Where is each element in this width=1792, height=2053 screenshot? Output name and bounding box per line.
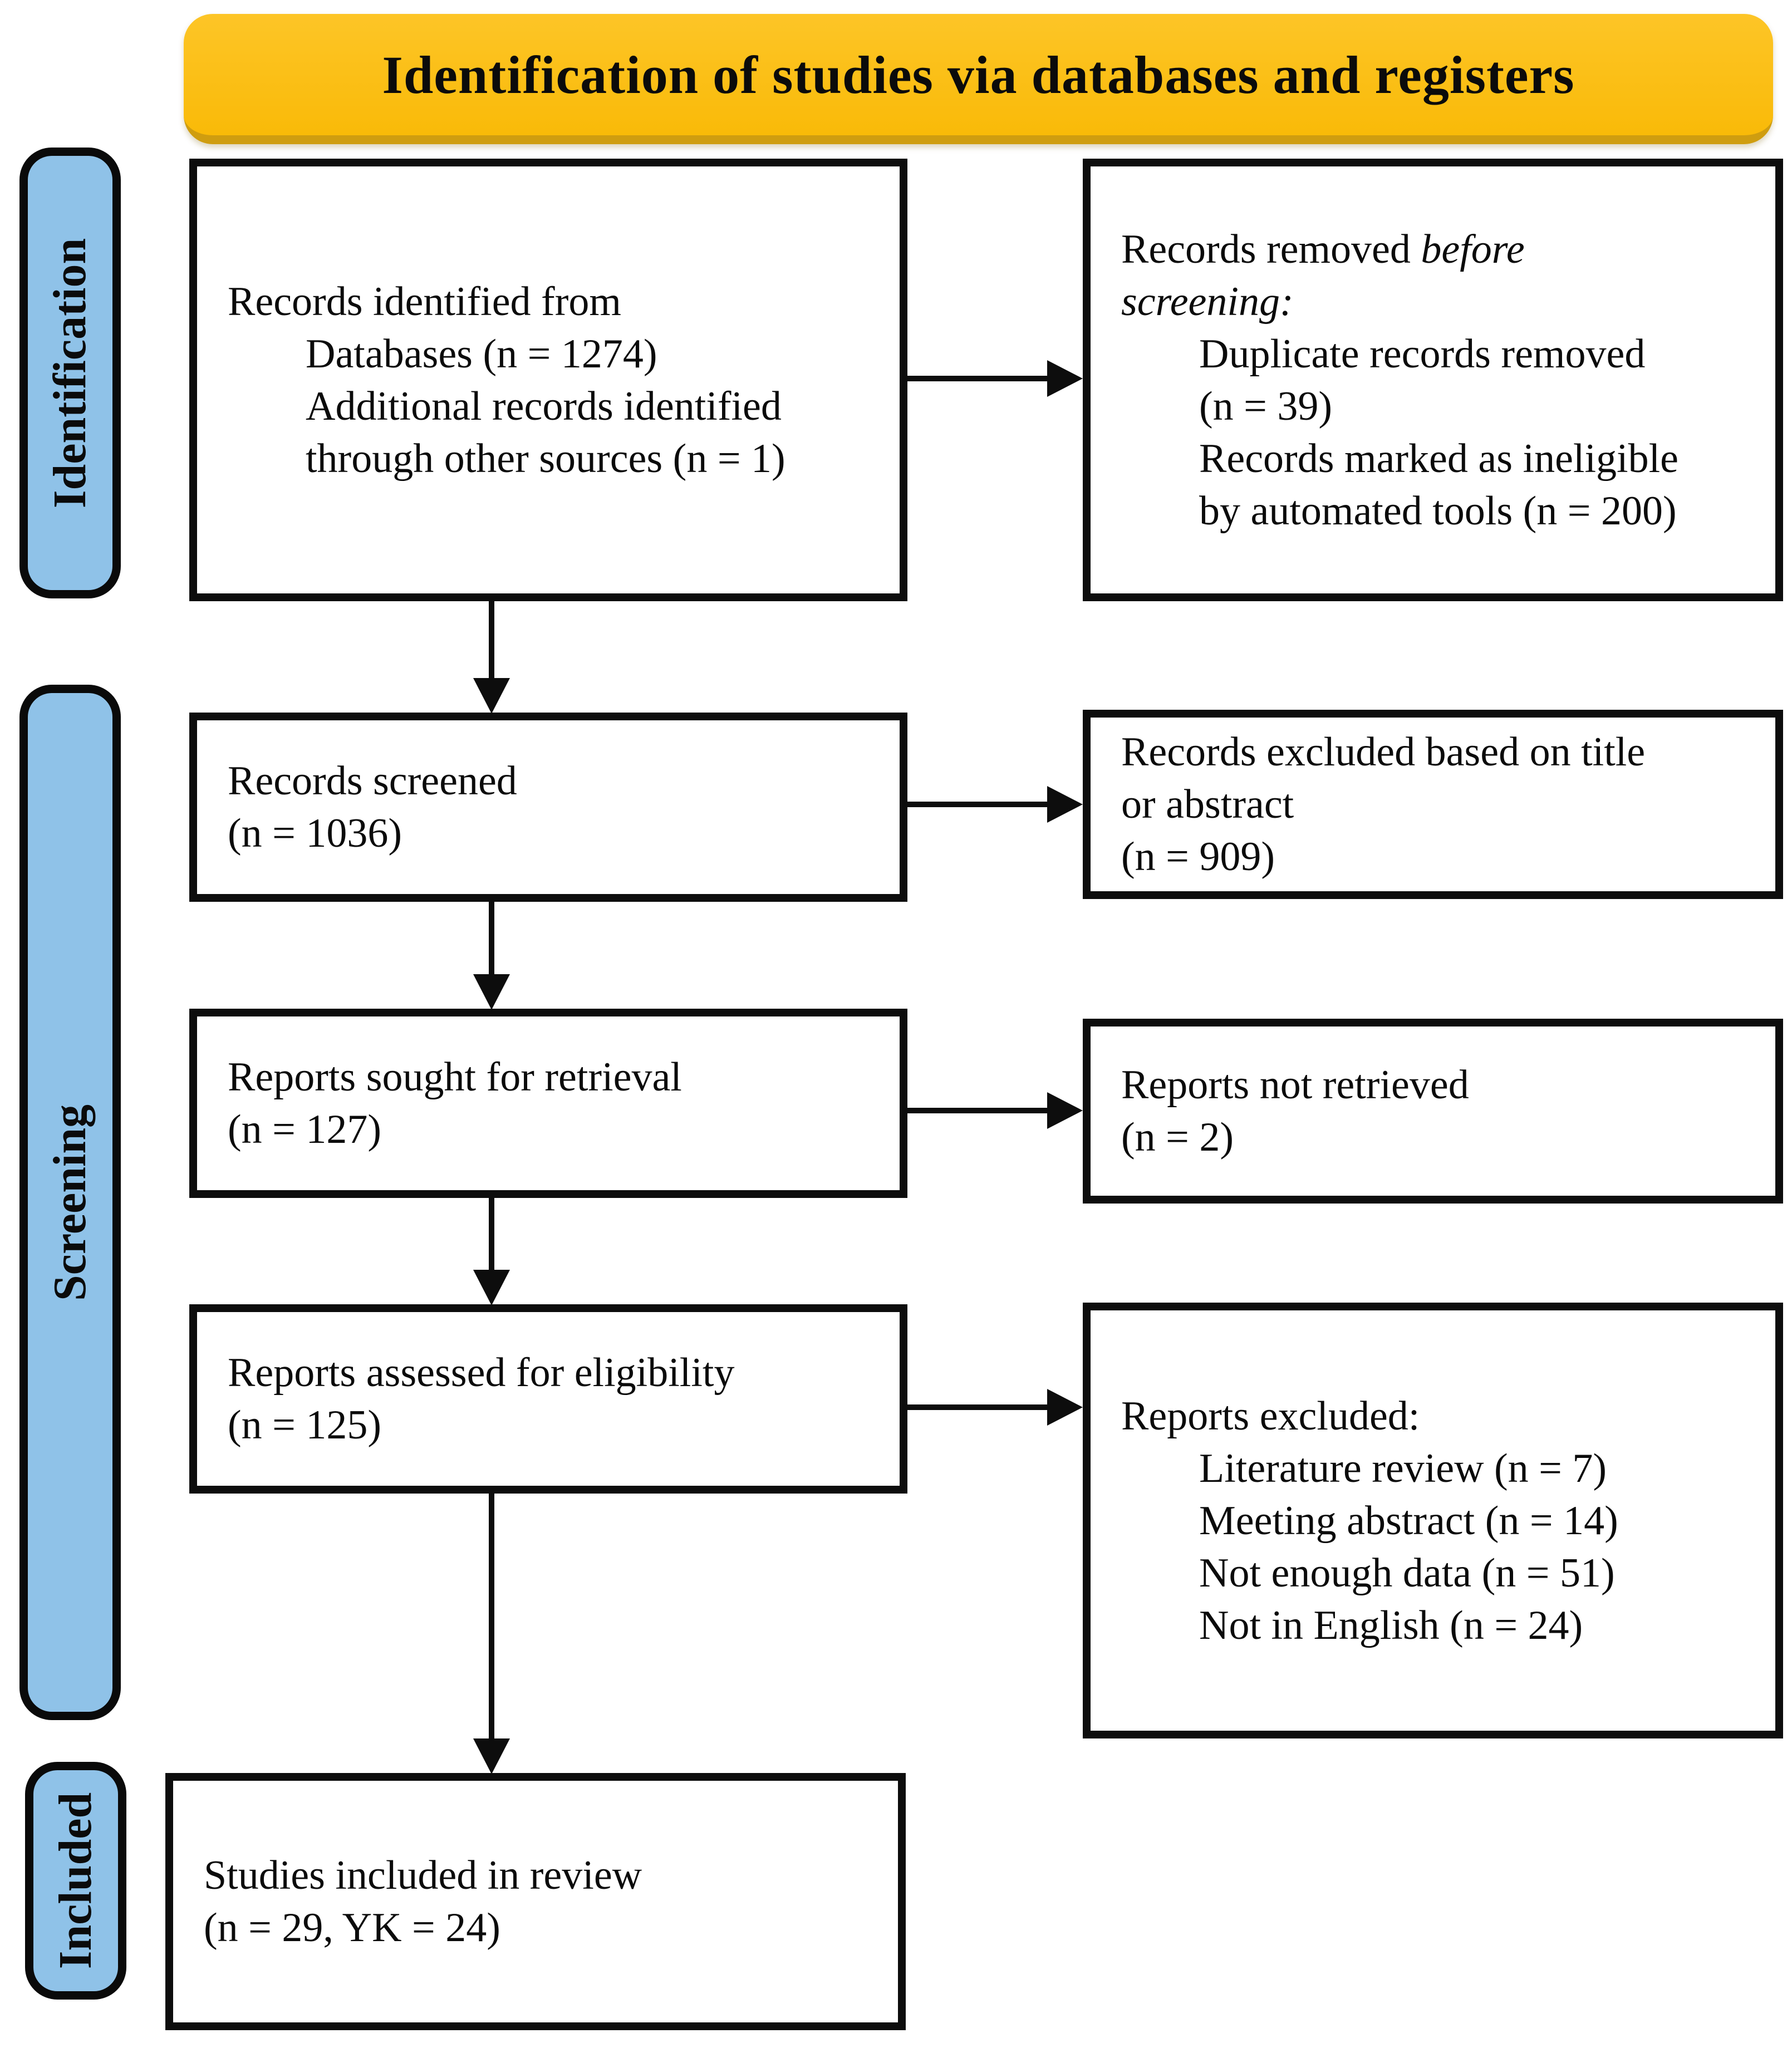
title-banner: Identification of studies via databases …	[184, 14, 1773, 144]
arrow-screened-to-sought-head	[473, 974, 510, 1010]
arrow-assessed-to-included-head	[473, 1738, 510, 1774]
arrow-assessed-to-included-line	[489, 1494, 494, 1740]
arrow-screened-to-sought-line	[489, 902, 494, 975]
arrow-assessed-to-excluded-line	[907, 1404, 1049, 1410]
box-studies-included: Studies included in review(n = 29, YK = …	[165, 1773, 906, 2030]
arrow-identified-to-screened-head	[473, 678, 510, 714]
arrow-assessed-to-excluded-head	[1047, 1389, 1083, 1426]
stage-label-identification: Identification	[19, 148, 121, 598]
box-reports-sought: Reports sought for retrieval(n = 127)	[189, 1009, 907, 1198]
box-records-screened: Records screened(n = 1036)	[189, 713, 907, 902]
box-reports-assessed: Reports assessed for eligibility(n = 125…	[189, 1304, 907, 1494]
stage-label-included: Included	[25, 1762, 126, 2000]
stage-label-screening-text: Screening	[44, 1104, 96, 1301]
arrow-identified-to-removed-head	[1047, 360, 1083, 397]
page-title: Identification of studies via databases …	[382, 45, 1575, 105]
arrow-sought-to-assessed-line	[489, 1198, 494, 1271]
stage-label-identification-text: Identification	[44, 238, 96, 508]
arrow-screened-to-excluded-line	[907, 802, 1049, 807]
arrow-sought-to-assessed-head	[473, 1270, 510, 1305]
box-reports-excluded: Reports excluded:Literature review (n = …	[1083, 1303, 1783, 1738]
arrow-sought-to-notretrieved-head	[1047, 1092, 1083, 1129]
arrow-identified-to-screened-line	[489, 601, 494, 679]
arrow-identified-to-removed-line	[907, 376, 1049, 381]
stage-label-screening: Screening	[19, 685, 121, 1720]
arrow-screened-to-excluded-head	[1047, 786, 1083, 823]
stage-label-included-text: Included	[50, 1792, 102, 1969]
box-reports-not-retrieved: Reports not retrieved(n = 2)	[1083, 1019, 1783, 1204]
arrow-sought-to-notretrieved-line	[907, 1108, 1049, 1113]
